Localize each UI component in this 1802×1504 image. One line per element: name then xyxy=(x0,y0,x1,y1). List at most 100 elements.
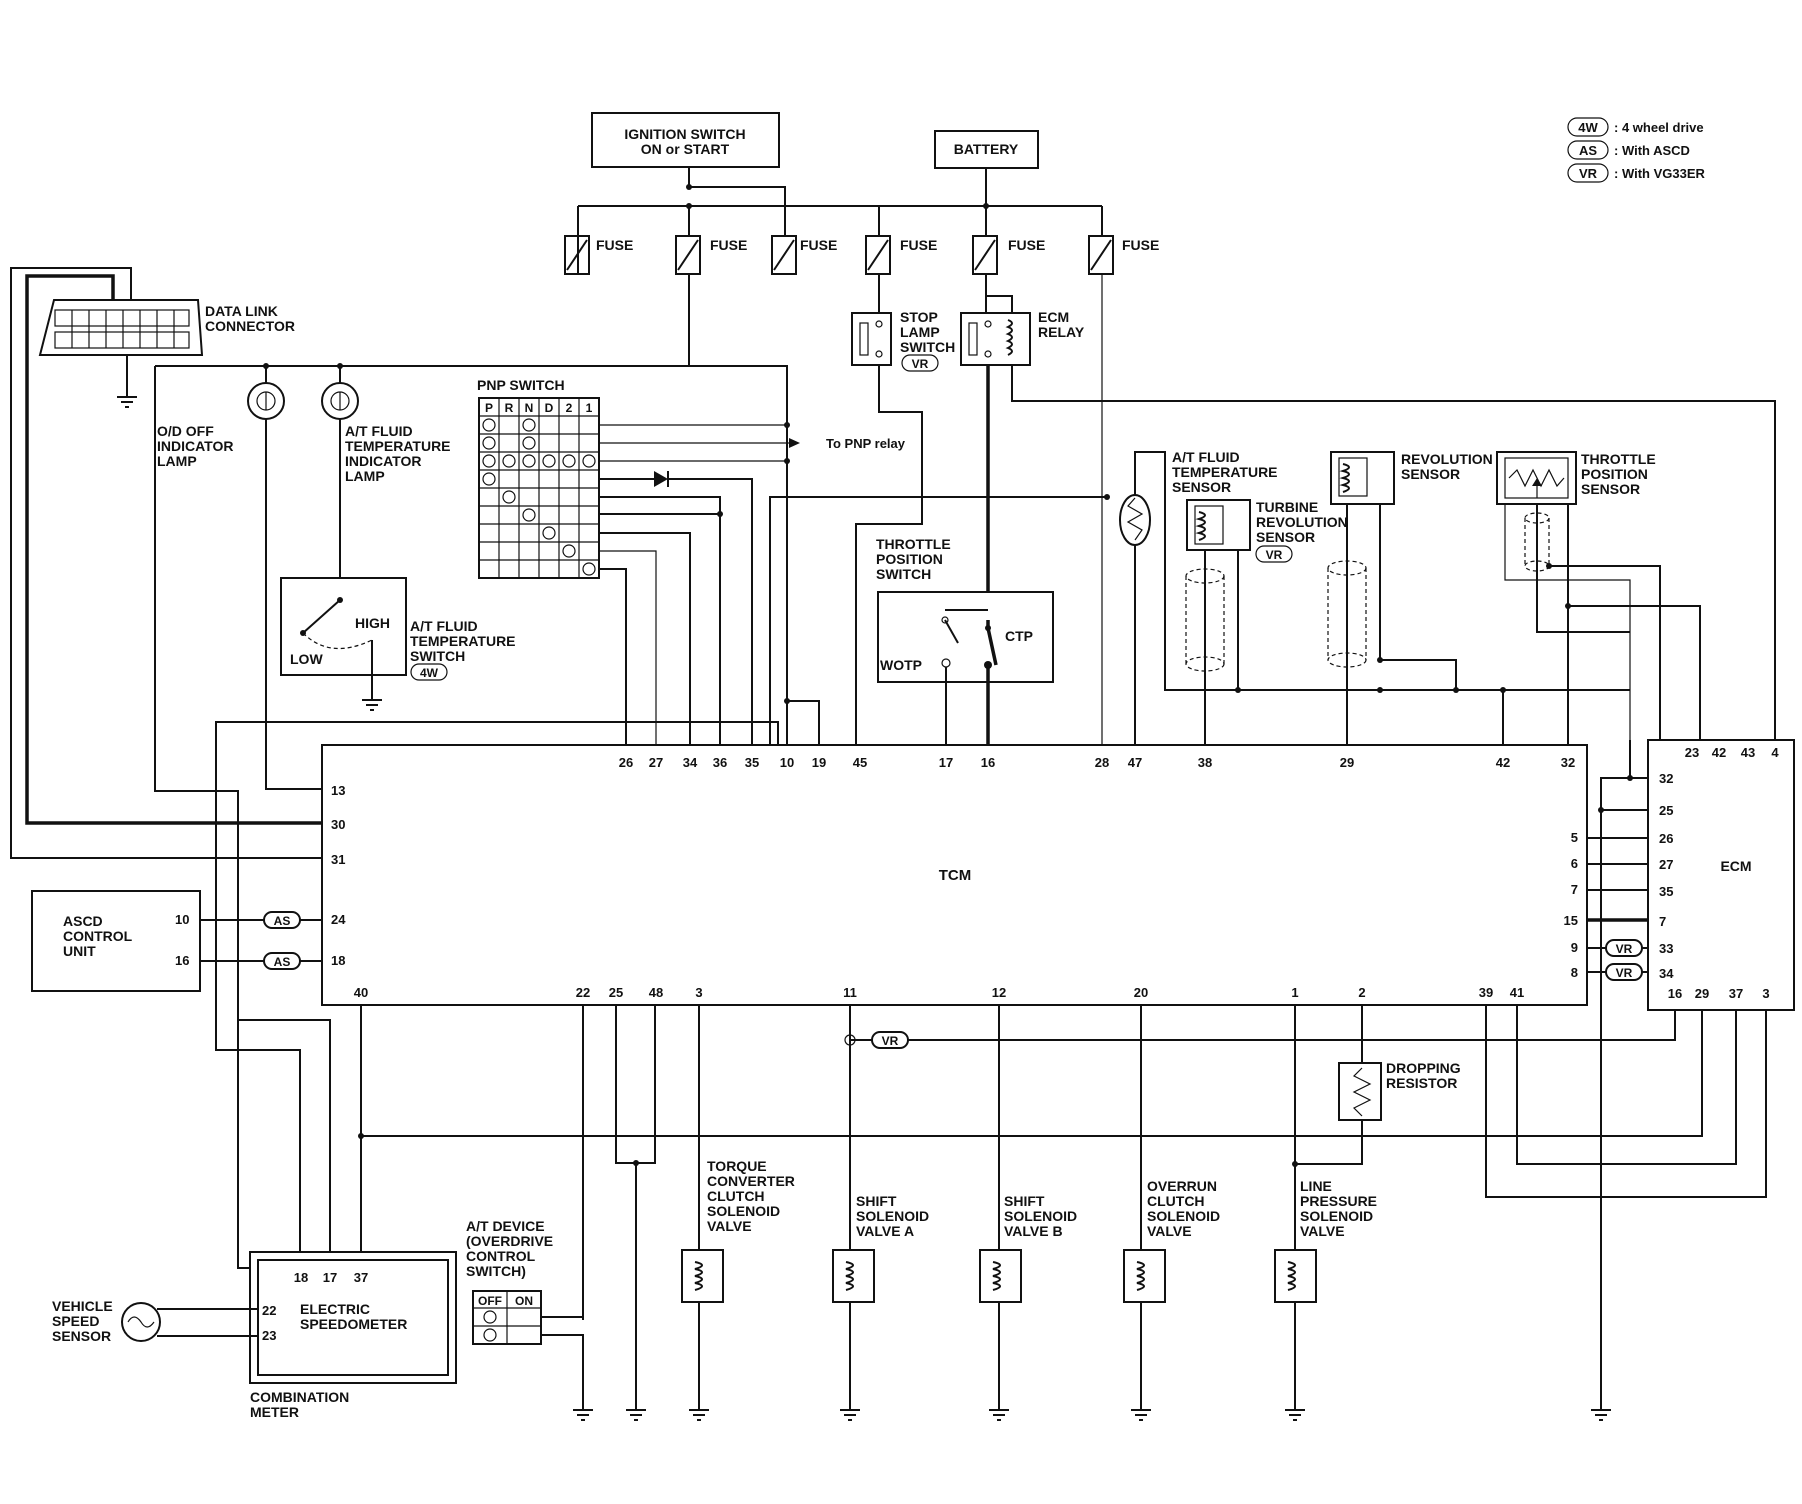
svg-text:OVERRUN: OVERRUN xyxy=(1147,1178,1217,1194)
svg-text:48: 48 xyxy=(649,985,663,1000)
svg-text:32: 32 xyxy=(1561,755,1575,770)
svg-text:SOLENOID: SOLENOID xyxy=(707,1203,780,1219)
svg-text:37: 37 xyxy=(354,1270,368,1285)
svg-text:FUSE: FUSE xyxy=(900,237,937,253)
svg-text:16: 16 xyxy=(1668,986,1682,1001)
svg-text:INDICATOR: INDICATOR xyxy=(345,453,421,469)
stop-lamp-switch: STOP LAMP SWITCH VR xyxy=(851,309,955,372)
svg-text:30: 30 xyxy=(331,817,345,832)
svg-text:R: R xyxy=(505,401,514,415)
svg-text:CONTROL: CONTROL xyxy=(63,928,133,944)
atf-temperature-switch: HIGH LOW A/T FLUID TEMPERATURE SWITCH 4W xyxy=(280,577,516,681)
pnp-relay-label: To PNP relay xyxy=(826,436,906,451)
legend-code-vr: VR xyxy=(1579,166,1598,181)
svg-text:SWITCH: SWITCH xyxy=(876,566,931,582)
svg-text:VALVE B: VALVE B xyxy=(1004,1223,1063,1239)
svg-text:3: 3 xyxy=(695,985,702,1000)
atf-temperature-indicator-lamp: A/T FLUID TEMPERATURE INDICATOR LAMP xyxy=(321,382,451,484)
svg-text:LINE: LINE xyxy=(1300,1178,1332,1194)
svg-text:CLUTCH: CLUTCH xyxy=(707,1188,765,1204)
vr-tag: VR xyxy=(871,1031,909,1049)
svg-text:35: 35 xyxy=(745,755,759,770)
svg-text:19: 19 xyxy=(812,755,826,770)
svg-text:TEMPERATURE: TEMPERATURE xyxy=(410,633,516,649)
ignition-switch: IGNITION SWITCH ON or START xyxy=(591,112,780,168)
svg-text:FUSE: FUSE xyxy=(710,237,747,253)
fuse-6: FUSE xyxy=(1088,206,1159,275)
svg-text:ON or START: ON or START xyxy=(641,141,730,157)
svg-text:9: 9 xyxy=(1571,940,1578,955)
ground-symbol xyxy=(1285,1409,1305,1421)
vehicle-speed-sensor: VEHICLE SPEED SENSOR xyxy=(52,1298,161,1344)
svg-text:SPEED: SPEED xyxy=(52,1313,99,1329)
fuse-2: FUSE xyxy=(675,206,747,275)
ground-symbol xyxy=(689,1409,709,1421)
svg-text:A/T FLUID: A/T FLUID xyxy=(345,423,413,439)
svg-text:A/T FLUID: A/T FLUID xyxy=(410,618,478,634)
tcm-left-pins: 13 30 31 24 18 xyxy=(331,783,346,968)
svg-text:CONVERTER: CONVERTER xyxy=(707,1173,795,1189)
ecm-label: ECM xyxy=(1720,858,1751,874)
svg-text:16: 16 xyxy=(175,953,189,968)
legend-code-4w: 4W xyxy=(1578,120,1598,135)
ecm-top-pins: 23 42 43 4 xyxy=(1685,745,1780,760)
svg-text:LAMP: LAMP xyxy=(345,468,385,484)
svg-text:23: 23 xyxy=(262,1328,276,1343)
shift-solenoid-valve-a: SHIFT SOLENOID VALVE A xyxy=(832,1193,929,1303)
svg-text:SHIFT: SHIFT xyxy=(856,1193,897,1209)
svg-text:SPEEDOMETER: SPEEDOMETER xyxy=(300,1316,407,1332)
svg-text:34: 34 xyxy=(683,755,698,770)
svg-text:REVOLUTION: REVOLUTION xyxy=(1256,514,1348,530)
svg-text:SENSOR: SENSOR xyxy=(1256,529,1315,545)
svg-text:35: 35 xyxy=(1659,884,1673,899)
svg-text:FUSE: FUSE xyxy=(1008,237,1045,253)
svg-text:36: 36 xyxy=(713,755,727,770)
svg-text:LAMP: LAMP xyxy=(157,453,197,469)
ecm-relay: ECM RELAY xyxy=(960,309,1085,366)
svg-text:BATTERY: BATTERY xyxy=(954,141,1019,157)
svg-text:IGNITION SWITCH: IGNITION SWITCH xyxy=(624,126,745,142)
svg-text:SENSOR: SENSOR xyxy=(1401,466,1460,482)
svg-text:18: 18 xyxy=(294,1270,308,1285)
ground-symbol xyxy=(1591,1409,1611,1421)
legend-code-as: AS xyxy=(1579,143,1597,158)
svg-text:CONNECTOR: CONNECTOR xyxy=(205,318,295,334)
svg-text:2: 2 xyxy=(1358,985,1365,1000)
svg-text:12: 12 xyxy=(992,985,1006,1000)
svg-text:ECM: ECM xyxy=(1038,309,1069,325)
svg-text:11: 11 xyxy=(843,985,857,1000)
svg-text:31: 31 xyxy=(331,852,345,867)
svg-text:SWITCH: SWITCH xyxy=(900,339,955,355)
svg-text:10: 10 xyxy=(175,912,189,927)
svg-text:VEHICLE: VEHICLE xyxy=(52,1298,113,1314)
svg-text:AS: AS xyxy=(274,914,291,928)
fuse-5: FUSE xyxy=(972,206,1045,275)
tcm-top-pins: 26 27 34 36 35 10 19 45 17 16 28 47 38 2… xyxy=(619,755,1575,770)
svg-text:DROPPING: DROPPING xyxy=(1386,1060,1461,1076)
svg-text:10: 10 xyxy=(780,755,794,770)
svg-text:AS: AS xyxy=(274,955,291,969)
ground-symbol xyxy=(840,1409,860,1421)
torque-converter-clutch-solenoid: TORQUE CONVERTER CLUTCH SOLENOID VALVE xyxy=(681,1158,795,1303)
as-tag: AS xyxy=(263,952,301,970)
svg-text:7: 7 xyxy=(1659,914,1666,929)
svg-text:40: 40 xyxy=(354,985,368,1000)
svg-text:39: 39 xyxy=(1479,985,1493,1000)
ground-symbol xyxy=(1131,1409,1151,1421)
svg-text:VALVE: VALVE xyxy=(707,1218,752,1234)
svg-text:LOW: LOW xyxy=(290,651,323,667)
svg-text:7: 7 xyxy=(1571,882,1578,897)
svg-text:2: 2 xyxy=(566,401,573,415)
ground-symbol xyxy=(362,699,382,711)
svg-text:PRESSURE: PRESSURE xyxy=(1300,1193,1377,1209)
svg-text:26: 26 xyxy=(619,755,633,770)
svg-text:29: 29 xyxy=(1340,755,1354,770)
svg-text:47: 47 xyxy=(1128,755,1142,770)
svg-text:13: 13 xyxy=(331,783,345,798)
pnp-switch: PNP SWITCH P R N D 2 1 xyxy=(477,377,600,579)
at-device-overdrive-switch: A/T DEVICE (OVERDRIVE CONTROL SWITCH) OF… xyxy=(466,1218,553,1345)
svg-text:1: 1 xyxy=(586,401,593,415)
svg-text:42: 42 xyxy=(1496,755,1510,770)
svg-text:CONTROL: CONTROL xyxy=(466,1248,536,1264)
